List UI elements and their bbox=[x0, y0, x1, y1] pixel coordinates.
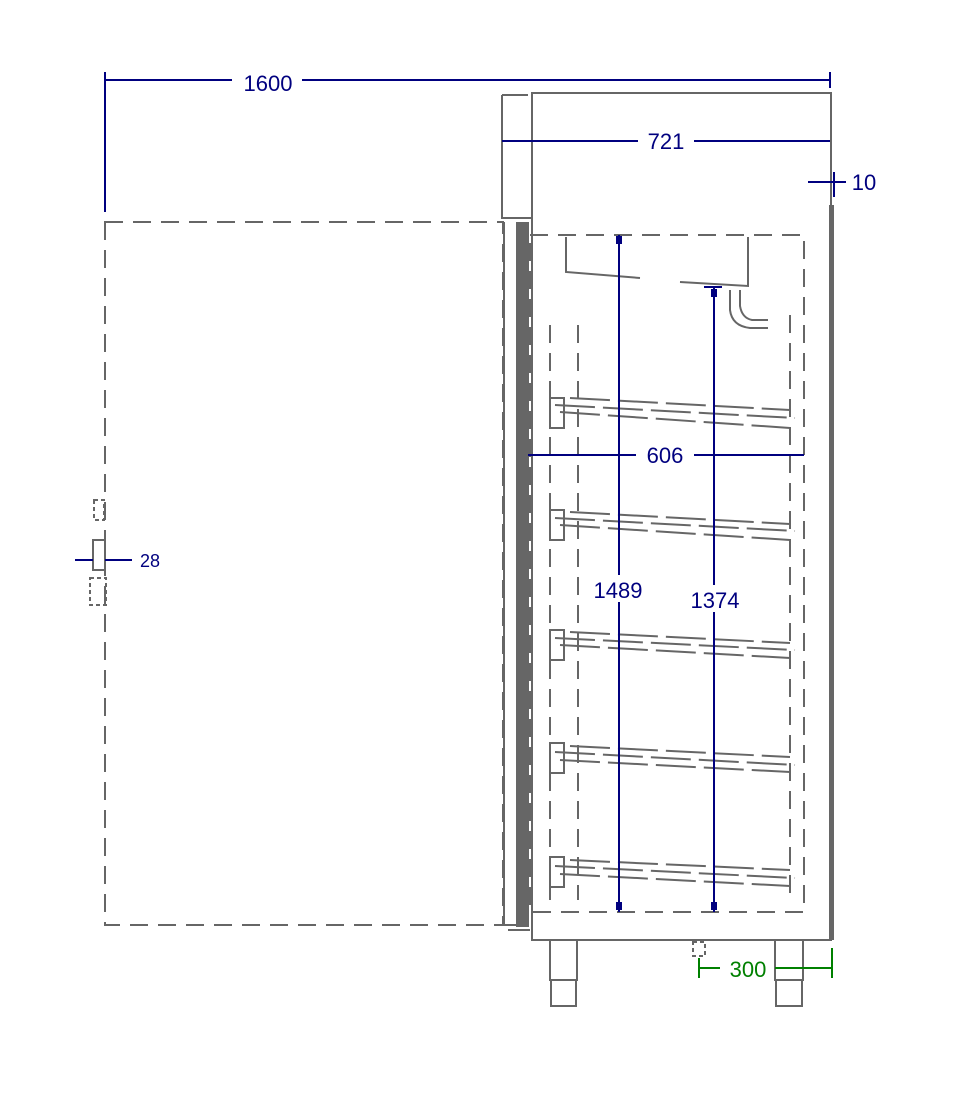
dimension-label: 28 bbox=[140, 551, 160, 571]
dimension-label: 300 bbox=[730, 957, 767, 982]
dimension-label: 1374 bbox=[691, 588, 740, 613]
shelf bbox=[549, 742, 796, 774]
shelf bbox=[549, 856, 796, 888]
dimension-10: 10 bbox=[808, 170, 876, 197]
dimension-28: 28 bbox=[75, 551, 160, 571]
inner-compartment bbox=[529, 234, 805, 913]
dimension-300: 300 bbox=[698, 948, 833, 982]
open-door-outline bbox=[104, 221, 504, 926]
dimension-721: 721 bbox=[502, 129, 830, 154]
shelf bbox=[549, 397, 796, 429]
shelf bbox=[549, 629, 796, 661]
dimension-label: 606 bbox=[647, 443, 684, 468]
shelf bbox=[549, 509, 796, 541]
shelves bbox=[549, 315, 796, 900]
dimension-label: 1600 bbox=[244, 71, 293, 96]
legs bbox=[549, 939, 804, 1007]
cabinet-body bbox=[500, 92, 834, 941]
dimension-1374: 1374 bbox=[691, 286, 740, 912]
dimension-label: 721 bbox=[648, 129, 685, 154]
dimension-label: 10 bbox=[852, 170, 876, 195]
door-handle bbox=[89, 499, 107, 606]
dimension-1489: 1489 bbox=[594, 235, 643, 912]
dimension-606: 606 bbox=[528, 443, 804, 468]
dimension-label: 1489 bbox=[594, 578, 643, 603]
dimension-1600: 1600 bbox=[104, 71, 831, 212]
